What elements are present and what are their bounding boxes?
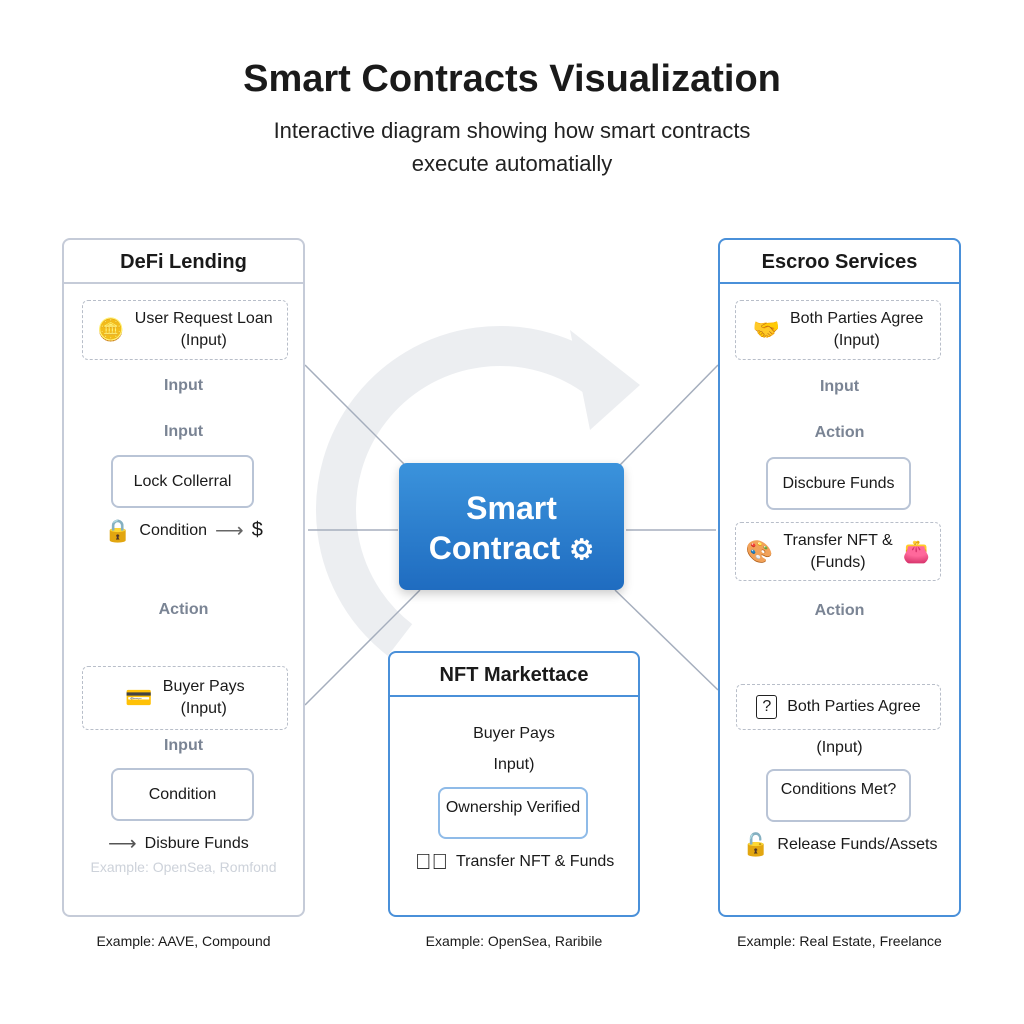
step-label: Action — [814, 602, 865, 619]
label: Transfer NFT & — [783, 531, 893, 549]
arrow-right-icon: ⟶ — [108, 833, 137, 855]
smart-contract-node[interactable]: Smart Contract ⚙ — [399, 463, 624, 590]
unlock-icon: 🔓 — [742, 832, 770, 857]
defi-example: Example: AAVE, Compound — [96, 933, 271, 949]
output-label: Disbure Funds — [144, 834, 249, 852]
step-label: Input — [163, 423, 204, 440]
step-label: Action — [158, 601, 209, 618]
output-label: Transfer NFT & Funds — [456, 853, 615, 870]
gear-icon: ⚙ — [569, 534, 595, 565]
defi-lending-panel: DeFi Lending — [62, 238, 305, 917]
label: (Input) — [833, 332, 880, 349]
step-label: Action — [814, 424, 865, 441]
label: (Funds) — [810, 553, 866, 571]
escrow-services-panel: Escroo Services — [718, 238, 961, 917]
palette-icon: 🎨 — [745, 538, 774, 564]
step-label: Input — [163, 377, 204, 394]
label: Both Parties Agree — [787, 698, 921, 715]
nft-marketplace-panel: NFT Markettace — [388, 651, 640, 917]
conditions-met-box[interactable]: Conditions Met? — [766, 769, 911, 822]
dollar-icon: $ — [251, 519, 263, 541]
page-subtitle: Interactive diagram showing how smart co… — [273, 118, 751, 176]
panel-title: Escroo Services — [720, 240, 959, 284]
lock-icon: 🔒 — [104, 517, 132, 543]
check-circle-icon: ✓⃝ — [415, 849, 448, 874]
center-line1: Smart — [466, 490, 557, 526]
page-title: Smart Contracts Visualization — [243, 58, 781, 100]
label: User Request Loan — [134, 310, 273, 327]
label: (Input) — [180, 332, 227, 349]
handshake-icon: 🤝 — [752, 317, 780, 342]
coins-icon: 🪙 — [97, 317, 125, 342]
lock-collateral-box[interactable]: Lock Collerral — [111, 455, 254, 508]
nft-example: Example: OpenSea, Raribile — [425, 933, 603, 949]
ownership-verified-box[interactable]: Ownership Verified — [438, 787, 588, 839]
disburse-funds-box[interactable]: Discbure Funds — [766, 457, 911, 510]
center-line2: Contract — [428, 530, 561, 566]
transfer-nft-input[interactable]: 🎨 Transfer NFT & (Funds) 👛 — [735, 522, 941, 581]
label: Both Parties Agree — [789, 310, 924, 327]
input-label: (Input) — [816, 739, 863, 756]
both-parties-agree-2[interactable]: ? Both Parties Agree — [736, 684, 941, 730]
label: (Input) — [180, 700, 227, 717]
both-parties-agree-input[interactable]: 🤝 Both Parties Agree (Input) — [735, 300, 941, 360]
user-request-loan-input[interactable]: 🪙 User Request Loan (Input) — [82, 300, 288, 360]
label: Buyer Pays — [162, 678, 245, 695]
buyer-pays-input[interactable]: 💳 Buyer Pays (Input) — [82, 666, 288, 730]
condition-box[interactable]: Condition — [111, 768, 254, 821]
panel-title: DeFi Lending — [64, 240, 303, 284]
step-label: Input — [163, 737, 204, 754]
arrow-right-icon: ⟶ — [215, 520, 244, 542]
faded-example: Example: OpenSea, Romfond — [90, 859, 277, 875]
cycle-arrow-arc — [316, 326, 613, 656]
step-label: Input — [819, 378, 860, 395]
cycle-arrowhead — [570, 330, 640, 430]
buyer-pays-label: Buyer Pays — [473, 725, 555, 742]
wallet-icon: 👛 — [902, 538, 931, 564]
panel-title: NFT Markettace — [390, 653, 638, 697]
output-label: Release Funds/Assets — [777, 836, 938, 853]
input-label: Input) — [493, 756, 535, 773]
condition-label: Condition — [139, 521, 208, 539]
question-icon: ? — [756, 695, 778, 719]
escrow-example: Example: Real Estate, Freelance — [737, 933, 942, 949]
credit-card-icon: 💳 — [125, 685, 153, 710]
